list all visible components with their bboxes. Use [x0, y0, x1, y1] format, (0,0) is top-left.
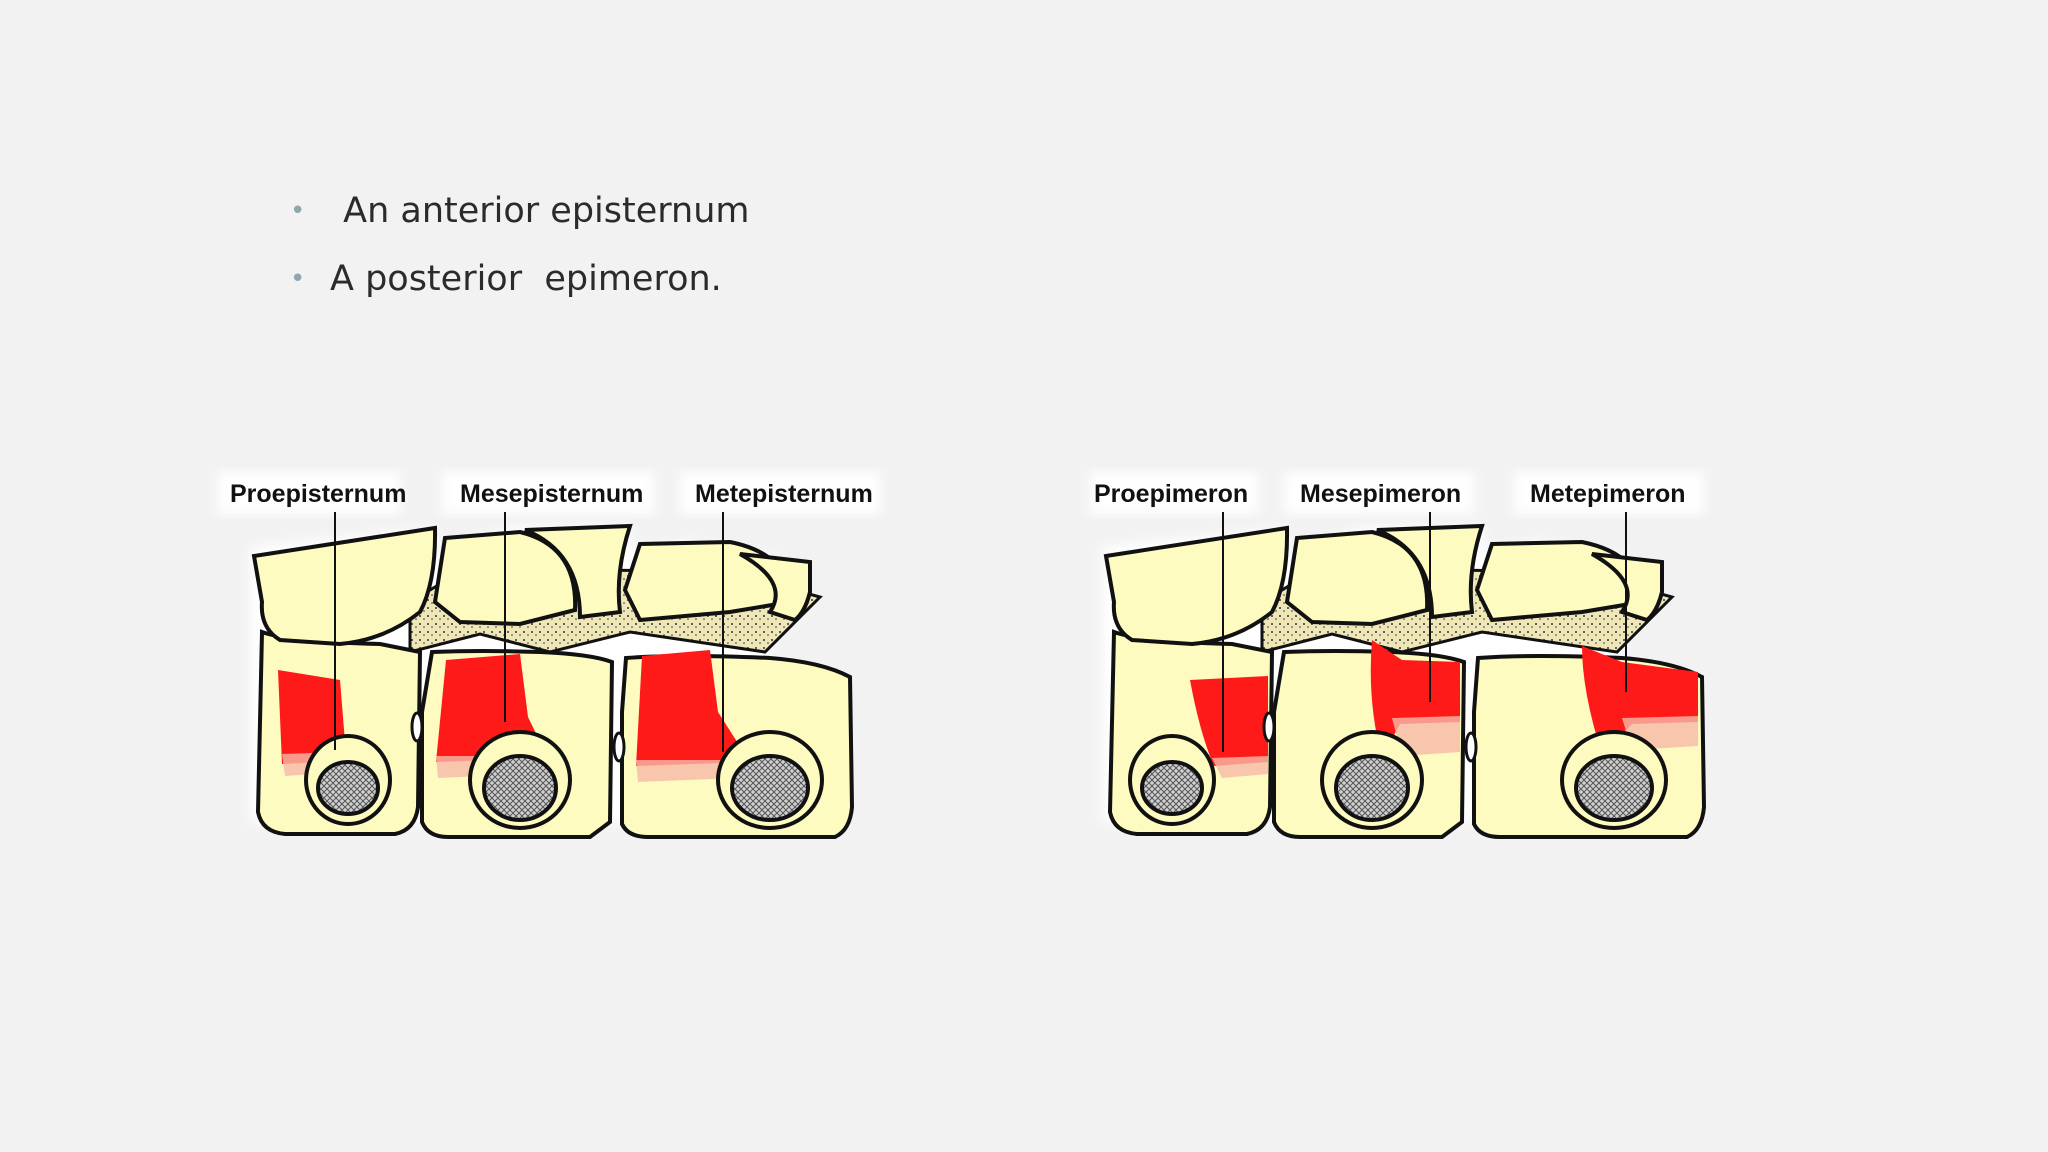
proepimeron-fade — [1212, 756, 1268, 778]
episternum-diagram: Proepisternum Mesepisternum Metepisternu… — [210, 462, 910, 862]
pronotum-plate — [251, 525, 438, 647]
bullet-dot-icon: • — [290, 264, 306, 294]
label-box — [442, 472, 654, 514]
proepimeron-region — [1190, 676, 1268, 766]
bullet-item-episternum: • An anterior episternum — [290, 182, 750, 250]
label-mesepimeron: Mesepimeron — [1300, 480, 1461, 508]
metepimeron-region — [1582, 646, 1698, 754]
coxa-socket — [1574, 754, 1654, 822]
bullet-text: A posterior epimeron. — [330, 259, 722, 299]
spiracle — [410, 711, 424, 743]
mesothorax-lobe — [524, 523, 633, 620]
label-box — [1090, 472, 1258, 514]
episternum-diagram-figure: Proepisternum Mesepisternum Metepisternu… — [218, 472, 880, 839]
bullet-list: • An anterior episternum • A posterior e… — [290, 182, 750, 318]
pronotum-plate — [1103, 525, 1290, 647]
label-box — [218, 472, 400, 514]
bullet-text: An anterior episternum — [332, 191, 750, 231]
label-proepisternum: Proepisternum — [230, 480, 406, 508]
label-box — [1514, 472, 1704, 514]
label-mesepisternum: Mesepisternum — [460, 480, 643, 508]
spiracle — [1262, 711, 1276, 743]
label-box — [680, 472, 880, 514]
spiracle — [612, 731, 626, 763]
bullet-dot-icon: • — [290, 196, 306, 226]
coxa-socket — [730, 754, 810, 822]
mesepimeron-region — [1370, 640, 1460, 758]
metepisternum-fade — [636, 760, 740, 782]
spiracle — [1464, 731, 1478, 763]
coxa-socket — [316, 760, 380, 816]
epimeron-diagram-figure: Proepimeron Mesepimeron Metepimeron — [1090, 472, 1707, 839]
label-proepimeron: Proepimeron — [1094, 480, 1248, 508]
label-metepisternum: Metepisternum — [695, 480, 873, 508]
label-box — [1284, 472, 1474, 514]
coxa-socket — [1334, 754, 1410, 822]
epimeron-diagram: Proepimeron Mesepimeron Metepimeron — [1062, 462, 1762, 862]
metathorax-lobe — [739, 552, 812, 623]
bullet-item-epimeron: • A posterior epimeron. — [290, 250, 722, 318]
coxa-socket — [1140, 760, 1204, 816]
label-metepimeron: Metepimeron — [1530, 480, 1686, 508]
metepisternum-region — [636, 650, 750, 766]
coxa-socket — [482, 754, 558, 822]
